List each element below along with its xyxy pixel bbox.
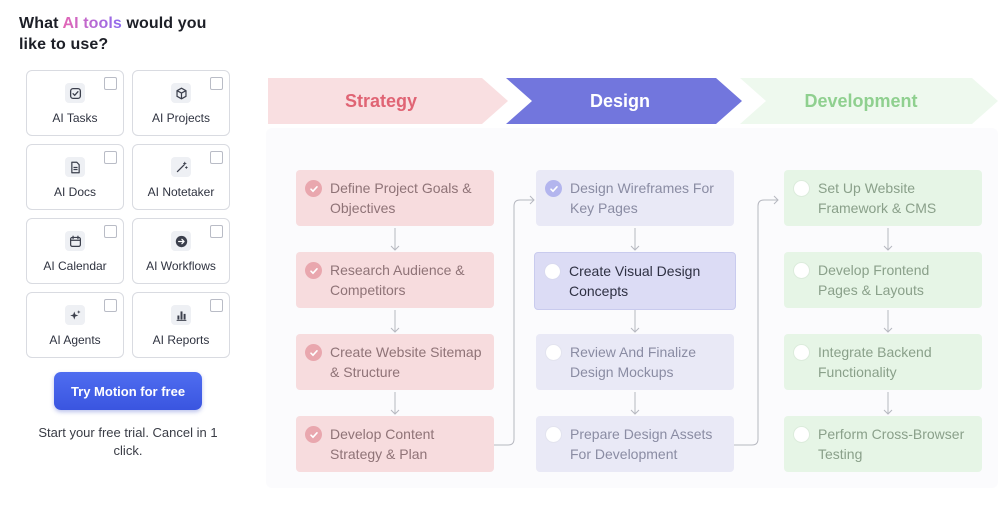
question-suffix: would you like to use?	[19, 15, 207, 53]
question-prefix: What	[19, 15, 63, 32]
tool-label: AI Agents	[49, 333, 101, 347]
tool-option-ai-projects[interactable]: AI Projects	[132, 70, 230, 136]
stage-chevron-design	[506, 78, 742, 124]
tool-checkbox[interactable]	[104, 299, 117, 312]
try-motion-button[interactable]: Try Motion for free	[54, 372, 202, 410]
task-card[interactable]: Prepare Design Assets For Development	[536, 416, 734, 472]
stage-chevrons	[268, 78, 998, 124]
tool-label: AI Reports	[152, 333, 210, 347]
calendar-icon	[65, 231, 85, 251]
tool-option-ai-workflows[interactable]: AI Workflows	[132, 218, 230, 284]
empty-circle-icon	[793, 344, 810, 361]
tool-label: AI Projects	[151, 111, 211, 125]
stage-title-design: Design	[589, 91, 650, 111]
tool-option-ai-tasks[interactable]: AI Tasks	[26, 70, 124, 136]
tool-label: AI Docs	[53, 185, 96, 199]
tool-checkbox[interactable]	[104, 151, 117, 164]
empty-circle-icon	[544, 263, 561, 280]
task-connectors	[390, 195, 893, 446]
question-heading: What AI tools would you like to use?	[19, 13, 229, 55]
stage-title-development: Development	[804, 91, 918, 111]
tool-option-ai-calendar[interactable]: AI Calendar	[26, 218, 124, 284]
task-text: Perform Cross-Browser Testing	[818, 426, 965, 462]
check-circle-icon	[305, 426, 322, 443]
tool-checkbox[interactable]	[210, 299, 223, 312]
task-card[interactable]: Create Website Sitemap & Structure	[296, 334, 494, 390]
tool-checkbox[interactable]	[104, 225, 117, 238]
sparkles-icon	[65, 305, 85, 325]
task-text: Create Visual Design Concepts	[569, 263, 701, 299]
task-text: Define Project Goals & Objectives	[330, 180, 472, 216]
magic-pen-icon	[171, 157, 191, 177]
question-accent: AI tools	[62, 15, 122, 32]
tool-checkbox[interactable]	[210, 151, 223, 164]
tool-option-ai-docs[interactable]: AI Docs	[26, 144, 124, 210]
empty-circle-icon	[793, 426, 810, 443]
document-icon	[65, 157, 85, 177]
empty-circle-icon	[793, 262, 810, 279]
task-card[interactable]: Develop Content Strategy & Plan	[296, 416, 494, 472]
task-card[interactable]: Integrate Backend Functionality	[784, 334, 982, 390]
tool-label: AI Calendar	[43, 259, 107, 273]
trial-note: Start your free trial. Cancel in 1 click…	[38, 425, 218, 458]
tool-checkbox[interactable]	[104, 77, 117, 90]
tool-label: AI Notetaker	[147, 185, 215, 199]
check-circle-icon	[305, 344, 322, 361]
empty-circle-icon	[793, 180, 810, 197]
empty-circle-icon	[545, 344, 562, 361]
task-text: Set Up Website Framework & CMS	[818, 180, 937, 216]
task-card[interactable]: Review And Finalize Design Mockups	[536, 334, 734, 390]
check-circle-icon	[545, 180, 562, 197]
task-card[interactable]: Design Wireframes For Key Pages	[536, 170, 734, 226]
tool-option-ai-notetaker[interactable]: AI Notetaker	[132, 144, 230, 210]
task-card[interactable]: Set Up Website Framework & CMS	[784, 170, 982, 226]
empty-circle-icon	[545, 426, 562, 443]
task-card[interactable]: Perform Cross-Browser Testing	[784, 416, 982, 472]
task-text: Review And Finalize Design Mockups	[570, 344, 697, 380]
tool-checkbox[interactable]	[210, 225, 223, 238]
checkbox-task-icon	[65, 83, 85, 103]
task-text: Design Wireframes For Key Pages	[570, 180, 714, 216]
tool-options-grid: AI Tasks AI Projects AI Docs AI Notetake…	[26, 70, 230, 358]
check-circle-icon	[305, 180, 322, 197]
task-card[interactable]: Research Audience & Competitors	[296, 252, 494, 308]
tool-label: AI Workflows	[146, 259, 216, 273]
cube-icon	[171, 83, 191, 103]
task-card[interactable]: Define Project Goals & Objectives	[296, 170, 494, 226]
task-text: Develop Frontend Pages & Layouts	[818, 262, 930, 298]
arrow-circle-icon	[171, 231, 191, 251]
stage-chevron-development	[740, 78, 998, 124]
task-text: Develop Content Strategy & Plan	[330, 426, 435, 462]
stage-title-strategy: Strategy	[344, 91, 418, 111]
task-text: Research Audience & Competitors	[330, 262, 465, 298]
tool-option-ai-reports[interactable]: AI Reports	[132, 292, 230, 358]
task-card[interactable]: Develop Frontend Pages & Layouts	[784, 252, 982, 308]
tool-option-ai-agents[interactable]: AI Agents	[26, 292, 124, 358]
stage-chevron-strategy	[268, 78, 508, 124]
task-text: Prepare Design Assets For Development	[570, 426, 713, 462]
task-text: Create Website Sitemap & Structure	[330, 344, 482, 380]
task-text: Integrate Backend Functionality	[818, 344, 932, 380]
bar-chart-icon	[171, 305, 191, 325]
task-card-active[interactable]: Create Visual Design Concepts	[534, 252, 736, 310]
check-circle-icon	[305, 262, 322, 279]
tool-label: AI Tasks	[52, 111, 98, 125]
workflow-diagram: Strategy Design Development Define Proje…	[266, 72, 998, 488]
tool-checkbox[interactable]	[210, 77, 223, 90]
